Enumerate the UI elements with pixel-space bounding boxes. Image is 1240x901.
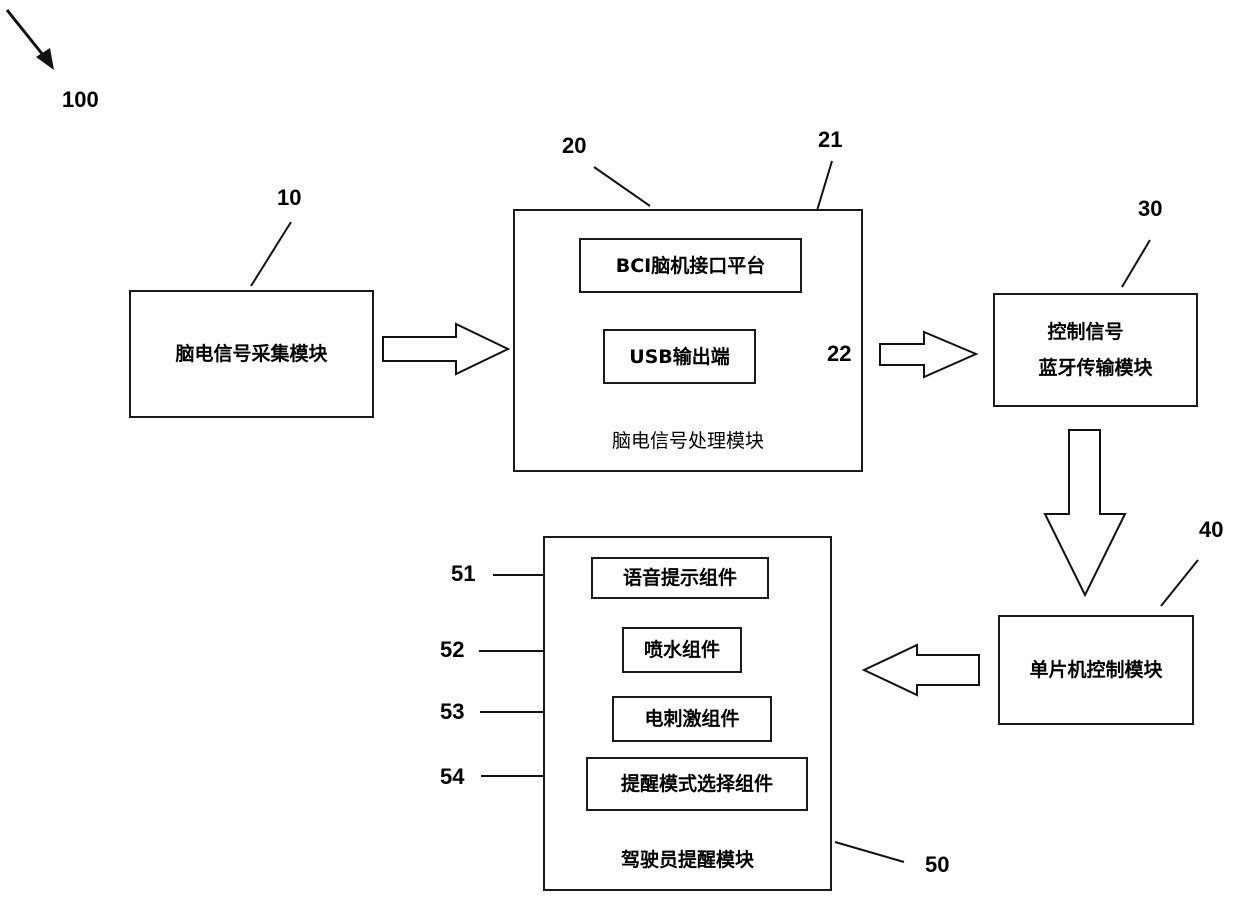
figure-ref-label: 100 — [62, 88, 99, 112]
leader-line-20 — [594, 167, 650, 206]
component-53-electrical-stimulation: 电刺激组件 — [612, 696, 772, 742]
module-50-driver-alert: 语音提示组件 喷水组件 电刺激组件 提醒模式选择组件 驾驶员提醒模块 — [543, 536, 832, 891]
module-30-bluetooth-transmission: 控制信号 蓝牙传输模块 — [993, 293, 1198, 407]
module-30-label-line1: 控制信号 — [995, 314, 1196, 350]
ref-10: 10 — [277, 186, 301, 210]
module-50-label: 驾驶员提醒模块 — [545, 848, 830, 872]
module-20-eeg-processing: BCI脑机接口平台 USB输出端 脑电信号处理模块 — [513, 209, 863, 472]
component-21-label: BCI脑机接口平台 — [581, 254, 800, 278]
leader-line-40 — [1161, 560, 1198, 606]
component-52-label: 喷水组件 — [624, 638, 740, 662]
module-40-label: 单片机控制模块 — [1000, 658, 1192, 682]
ref-54: 54 — [440, 765, 464, 789]
module-10-eeg-acquisition: 脑电信号采集模块 — [129, 290, 374, 418]
leader-line-10 — [251, 222, 291, 286]
module-20-label: 脑电信号处理模块 — [515, 429, 861, 453]
ref-51: 51 — [451, 562, 475, 586]
leader-line-50 — [835, 842, 904, 862]
ref-22: 22 — [827, 342, 851, 366]
ref-40: 40 — [1199, 518, 1223, 542]
flow-arrow-30-to-40 — [1045, 430, 1125, 595]
component-21-bci-platform: BCI脑机接口平台 — [579, 238, 802, 293]
flow-arrow-40-to-50 — [864, 645, 979, 695]
ref-52: 52 — [440, 638, 464, 662]
ref-53: 53 — [440, 700, 464, 724]
component-54-label: 提醒模式选择组件 — [588, 772, 806, 796]
flow-arrow-20-to-30 — [880, 332, 976, 377]
ref-50: 50 — [925, 853, 949, 877]
ref-20: 20 — [562, 134, 586, 158]
flow-arrow-10-to-20 — [383, 324, 508, 374]
component-51-voice-prompt: 语音提示组件 — [591, 557, 769, 599]
module-40-mcu-control: 单片机控制模块 — [998, 615, 1194, 725]
ref-21: 21 — [818, 128, 842, 152]
component-53-label: 电刺激组件 — [614, 707, 770, 731]
component-54-alert-mode-select: 提醒模式选择组件 — [586, 757, 808, 811]
module-10-label: 脑电信号采集模块 — [131, 342, 372, 366]
component-52-water-spray: 喷水组件 — [622, 627, 742, 673]
module-30-label: 控制信号 蓝牙传输模块 — [995, 314, 1196, 386]
leader-line-30 — [1122, 240, 1150, 287]
component-22-usb-output: USB输出端 — [603, 329, 756, 384]
ref-30: 30 — [1138, 197, 1162, 221]
component-22-label: USB输出端 — [605, 345, 754, 369]
module-30-label-line2: 蓝牙传输模块 — [995, 350, 1196, 386]
component-51-label: 语音提示组件 — [593, 566, 767, 590]
figure-pointer-arrow — [7, 10, 54, 70]
